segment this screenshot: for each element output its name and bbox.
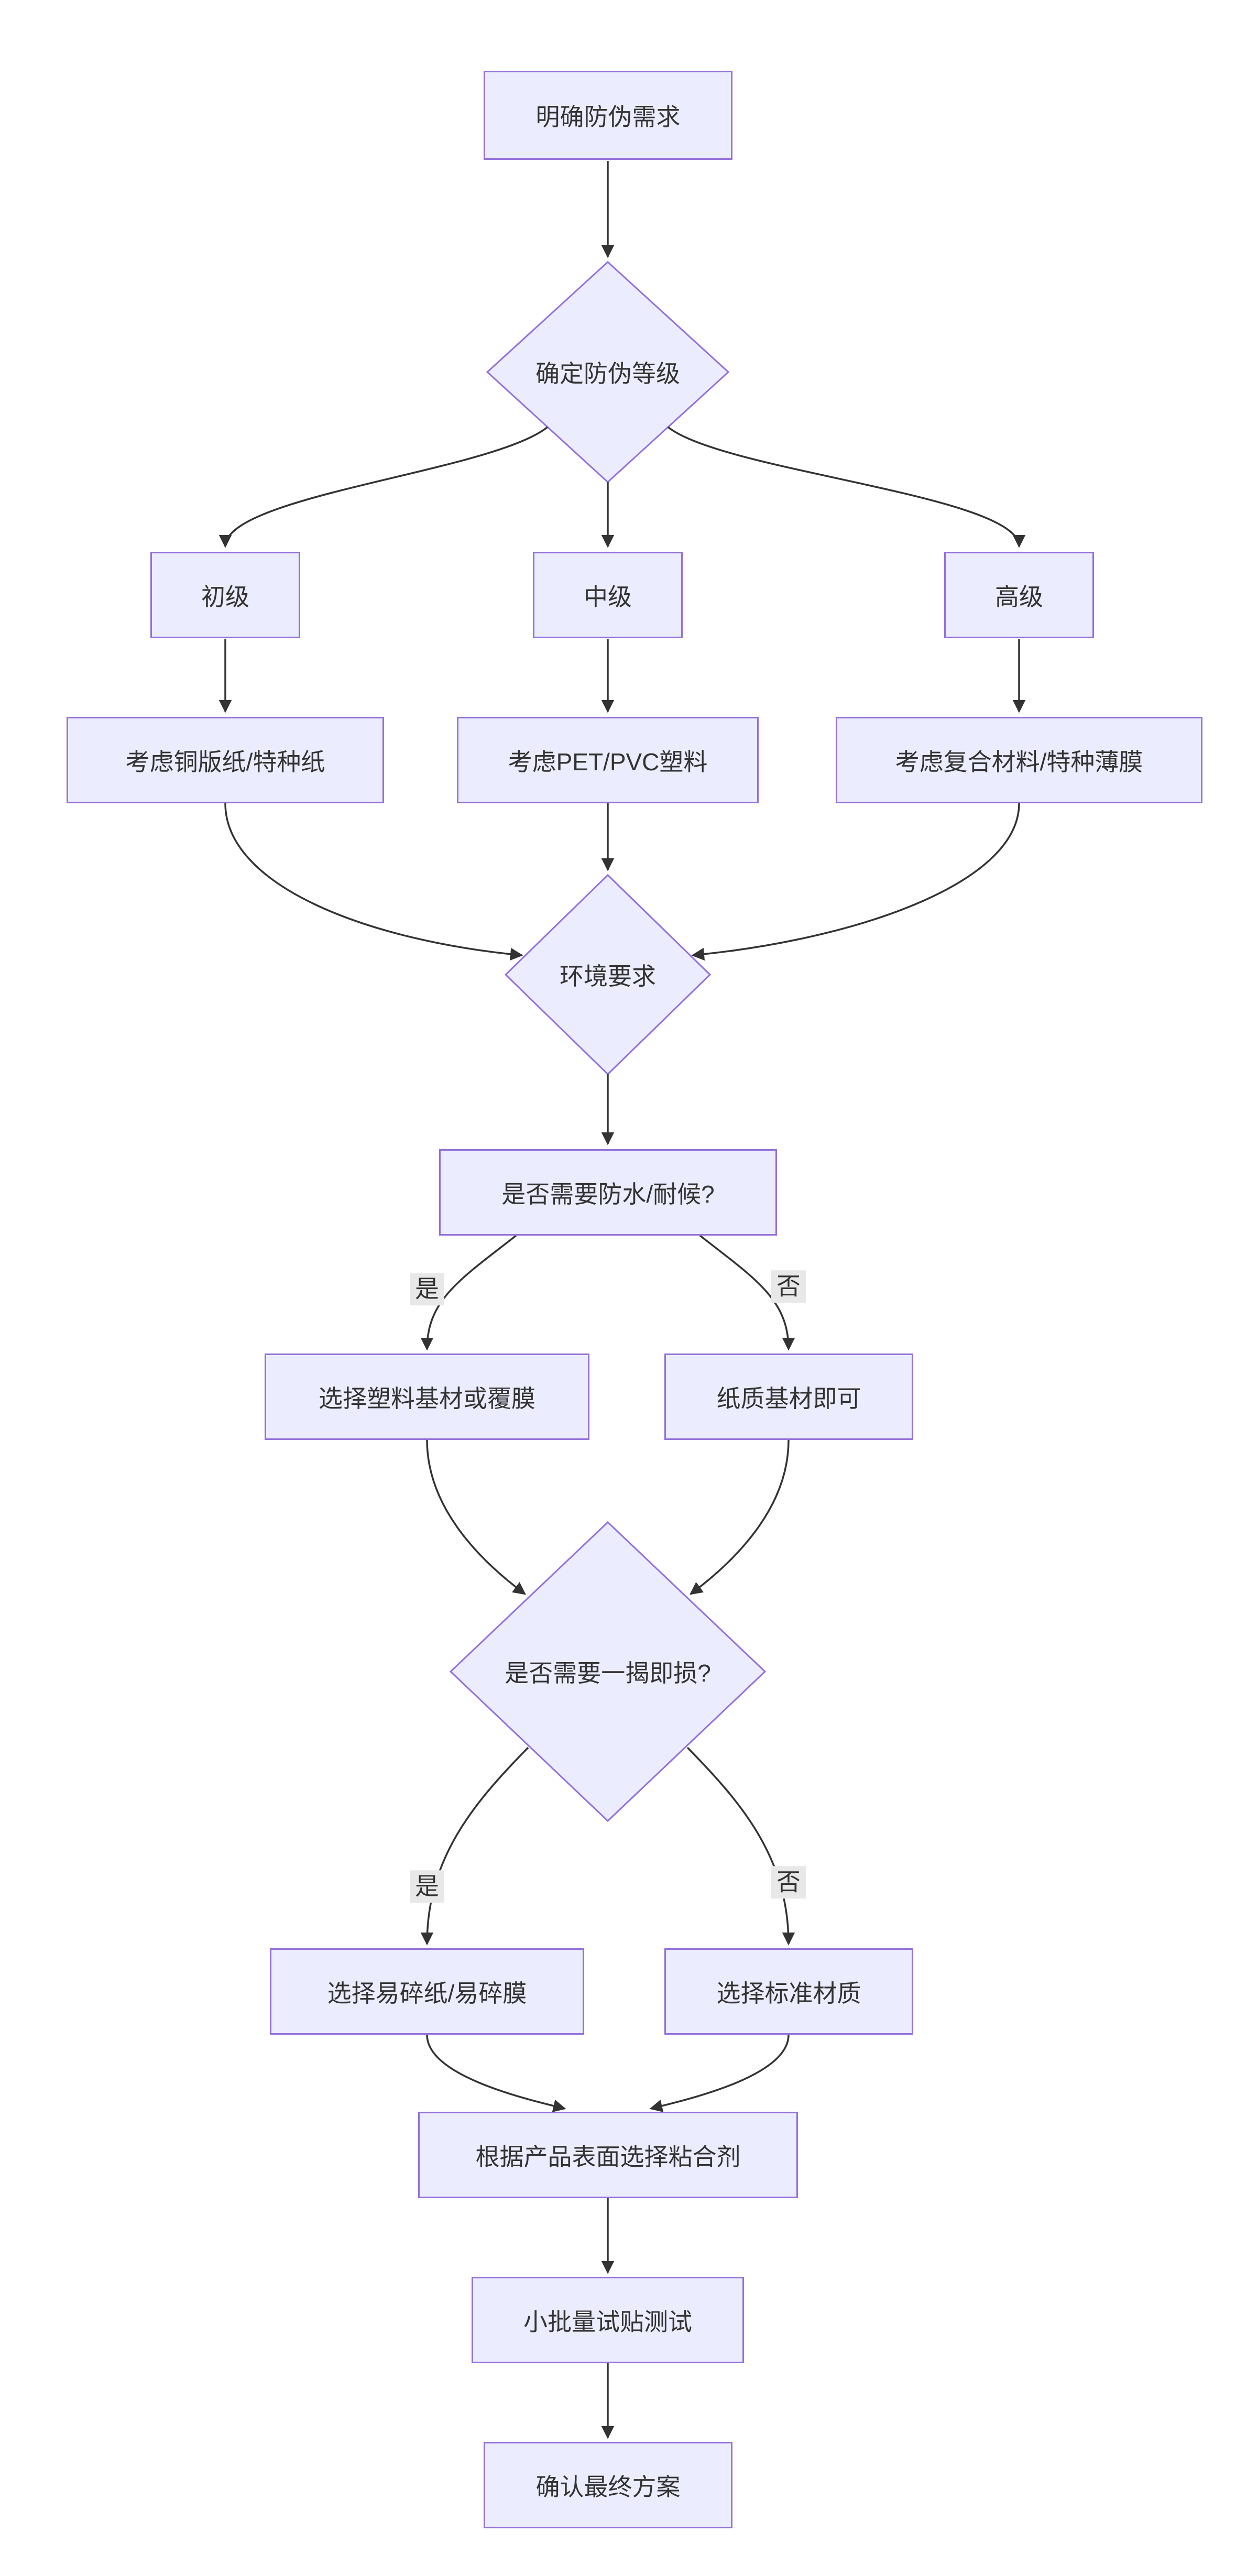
node-shape-decision-tamper-evident bbox=[449, 1521, 767, 1822]
node-level-primary: 初级 bbox=[150, 552, 300, 638]
edge-H-I1 bbox=[420, 1747, 529, 1946]
node-material-coated-paper: 考虑铜版纸/特种纸 bbox=[67, 717, 384, 803]
node-choose-adhesive: 根据产品表面选择粘合剂 bbox=[418, 2112, 798, 2198]
edge-G1-H bbox=[426, 1439, 526, 1595]
edge-D3-E bbox=[691, 803, 1020, 961]
node-fragile-paper-film: 选择易碎纸/易碎膜 bbox=[270, 1948, 584, 2035]
edge-label-tamper-no: 否 bbox=[771, 1866, 806, 1898]
edge-label-tamper-yes: 是 bbox=[410, 1870, 444, 1903]
node-clarify-requirements: 明确防伪需求 bbox=[484, 71, 732, 160]
node-confirm-final-plan: 确认最终方案 bbox=[484, 2442, 732, 2528]
edge-G2-H bbox=[690, 1439, 790, 1595]
edge-H-I2 bbox=[686, 1747, 795, 1946]
node-standard-material: 选择标准材质 bbox=[664, 1948, 913, 2035]
node-question-waterproof: 是否需要防水/耐候? bbox=[439, 1149, 777, 1236]
node-decision-environment-label: 环境要求 bbox=[560, 963, 656, 990]
edge-D1-E bbox=[224, 803, 523, 961]
edge-F-G2 bbox=[699, 1235, 795, 1351]
node-plastic-substrate-or-laminate: 选择塑料基材或覆膜 bbox=[265, 1354, 589, 1440]
node-paper-substrate-ok: 纸质基材即可 bbox=[664, 1354, 913, 1440]
edge-label-waterproof-no: 否 bbox=[771, 1270, 806, 1303]
node-decision-tamper-evident-label: 是否需要一揭即损? bbox=[505, 1660, 711, 1687]
edge-B-C3 bbox=[667, 426, 1026, 548]
node-level-intermediate: 中级 bbox=[533, 552, 683, 638]
edge-B-C1 bbox=[218, 426, 549, 548]
edge-F-G1 bbox=[420, 1235, 517, 1351]
edge-I2-J bbox=[649, 2034, 790, 2112]
node-level-advanced: 高级 bbox=[944, 552, 1094, 638]
node-decision-security-level-label: 确定防伪等级 bbox=[535, 360, 680, 387]
edge-label-waterproof-yes: 是 bbox=[410, 1273, 444, 1305]
edge-I1-J bbox=[426, 2034, 566, 2112]
node-material-composite-film: 考虑复合材料/特种薄膜 bbox=[836, 717, 1202, 803]
node-small-batch-test: 小批量试贴测试 bbox=[472, 2277, 744, 2363]
node-material-pet-pvc: 考虑PET/PVC塑料 bbox=[457, 717, 759, 803]
